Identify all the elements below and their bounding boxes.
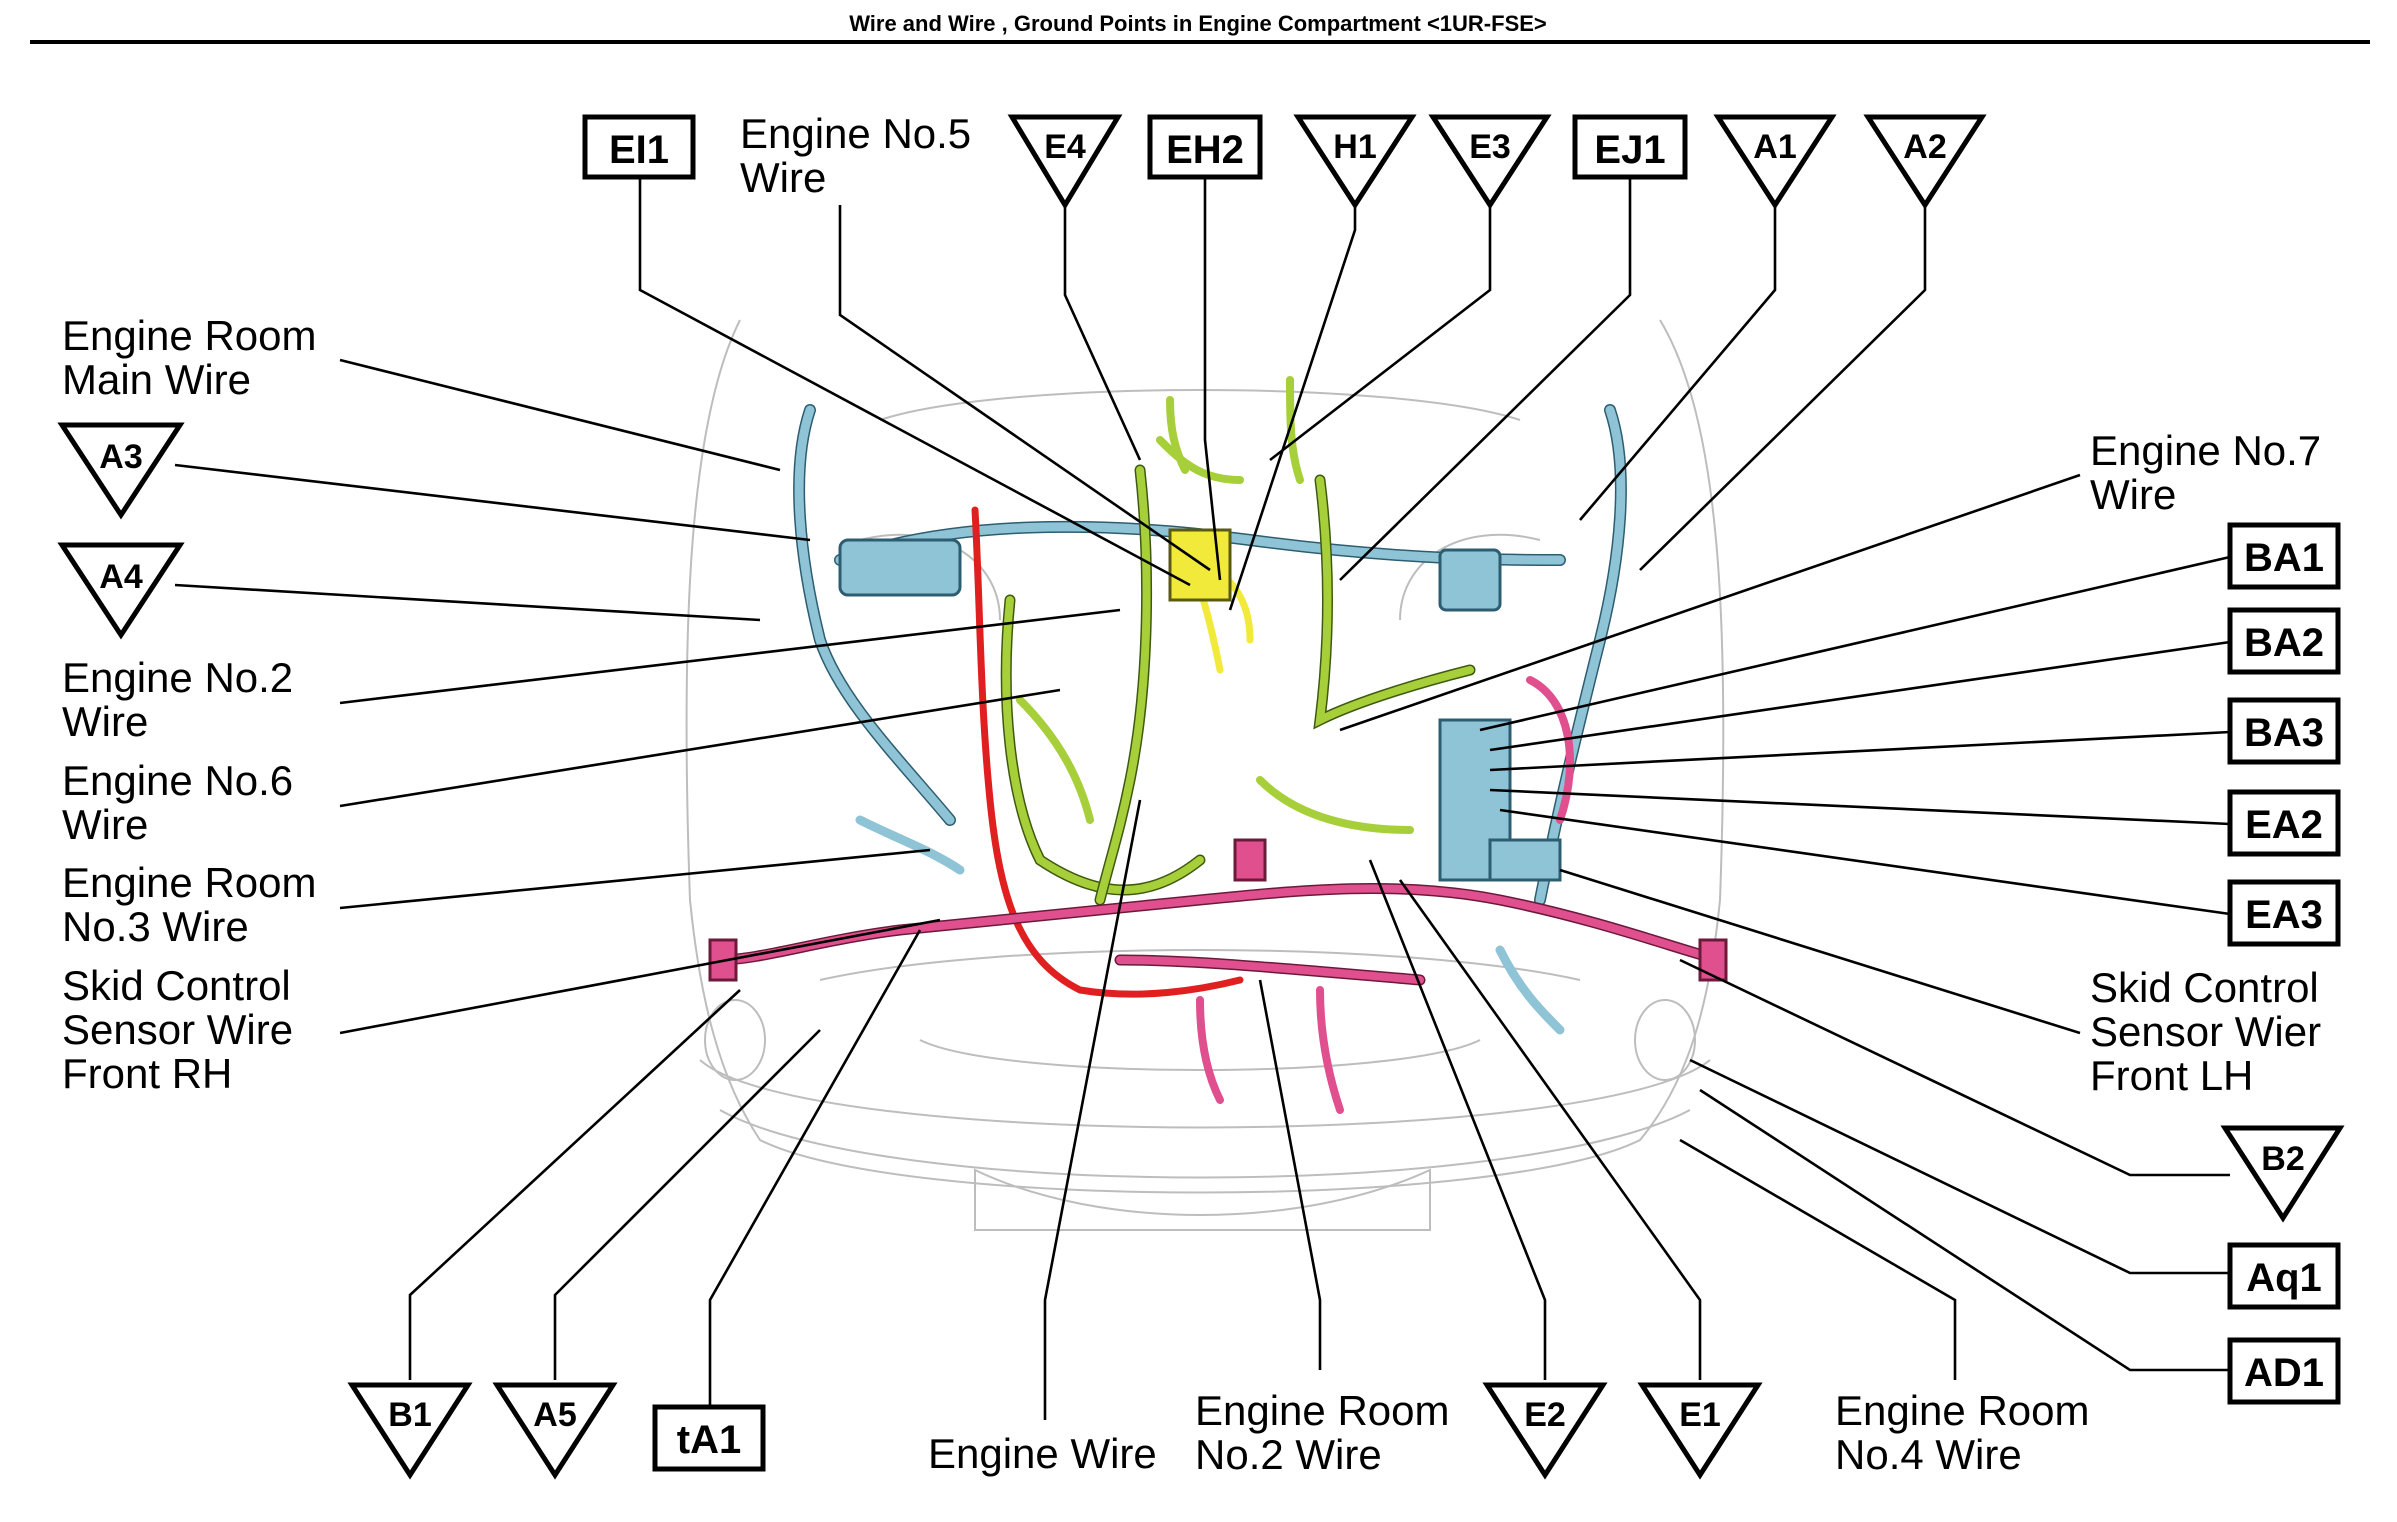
connector-EI1[interactable]: EI1 (582, 114, 696, 180)
connector-EA2[interactable]: EA2 (2227, 789, 2341, 857)
label-skid-control-sensor-wire-front-rh: Skid Control Sensor Wire Front RH (62, 962, 305, 1097)
page-title: Wire and Wire , Ground Points in Engine … (849, 11, 1547, 36)
svg-text:A3: A3 (99, 438, 142, 476)
connector-EJ1[interactable]: EJ1 (1572, 114, 1688, 180)
svg-text:EI1: EI1 (609, 128, 669, 172)
svg-text:E2: E2 (1524, 1396, 1566, 1434)
vehicle-outline (685, 319, 1725, 1231)
label-engine-room-no3-wire: Engine Room No.3 Wire (62, 859, 328, 950)
wire-harness (708, 376, 1728, 1114)
label-skid-control-sensor-wier-front-lh: Skid Control Sensor Wier Front LH (2090, 964, 2333, 1099)
svg-text:B2: B2 (2261, 1140, 2304, 1178)
svg-text:Aq1: Aq1 (2246, 1256, 2322, 1300)
svg-text:B1: B1 (388, 1396, 431, 1434)
svg-text:EA3: EA3 (2245, 893, 2323, 937)
connector-BA1[interactable]: BA1 (2227, 522, 2341, 590)
svg-text:EJ1: EJ1 (1594, 128, 1665, 172)
label-engine-no2-wire: Engine No.2 Wire (62, 654, 305, 745)
leader-lines (174, 175, 2231, 1420)
ground-point-A2[interactable]: A2 (1863, 114, 1987, 210)
ground-point-E4[interactable]: E4 (1007, 114, 1123, 210)
svg-text:tA1: tA1 (677, 1418, 741, 1462)
label-engine-no6-wire: Engine No.6 Wire (62, 757, 305, 848)
label-engine-wire: Engine Wire (928, 1430, 1157, 1477)
ground-point-H1[interactable]: H1 (1293, 114, 1417, 210)
svg-text:A2: A2 (1903, 128, 1946, 166)
wire-labels: Engine No.5 Wire Engine Room Main Wire E… (62, 110, 2333, 1478)
svg-text:A1: A1 (1753, 128, 1796, 166)
connector-AD1[interactable]: AD1 (2227, 1337, 2341, 1405)
label-engine-room-main-wire: Engine Room Main Wire (62, 312, 328, 403)
svg-text:E4: E4 (1044, 128, 1086, 166)
label-engine-room-no4-wire: Engine Room No.4 Wire (1835, 1387, 2101, 1478)
svg-text:EH2: EH2 (1166, 128, 1244, 172)
svg-text:BA1: BA1 (2244, 536, 2324, 580)
connector-BA2[interactable]: BA2 (2227, 607, 2341, 675)
svg-text:A4: A4 (99, 558, 143, 596)
svg-text:AD1: AD1 (2244, 1351, 2324, 1395)
svg-text:BA2: BA2 (2244, 621, 2324, 665)
ground-point-E3[interactable]: E3 (1428, 114, 1552, 210)
connector-tA1[interactable]: tA1 (652, 1404, 766, 1472)
ground-point-A5[interactable]: A5 (492, 1382, 618, 1480)
ground-point-A4[interactable]: A4 (57, 542, 185, 640)
label-engine-no7-wire: Engine No.7 Wire (2090, 427, 2333, 518)
ground-point-B1[interactable]: B1 (347, 1382, 473, 1480)
svg-text:A5: A5 (533, 1396, 576, 1434)
label-engine-no5-wire: Engine No.5 Wire (740, 110, 983, 201)
svg-text:E3: E3 (1469, 128, 1511, 166)
ground-point-A3[interactable]: A3 (57, 422, 185, 520)
svg-text:H1: H1 (1333, 128, 1376, 166)
connector-Aq1[interactable]: Aq1 (2227, 1242, 2341, 1310)
svg-text:EA2: EA2 (2245, 803, 2323, 847)
connector-BA3[interactable]: BA3 (2227, 697, 2341, 765)
boxed-connectors: EI1 EH2 EJ1 BA1 BA2 BA3 EA2 EA3 (582, 114, 2341, 1472)
ground-point-A1[interactable]: A1 (1713, 114, 1837, 210)
svg-text:E1: E1 (1679, 1396, 1721, 1434)
ground-point-E1[interactable]: E1 (1637, 1382, 1763, 1480)
ground-points: E4 H1 E3 A1 A2 A3 A4 B2 (57, 114, 2345, 1480)
connector-EA3[interactable]: EA3 (2227, 879, 2341, 947)
ground-point-E2[interactable]: E2 (1482, 1382, 1608, 1480)
svg-text:BA3: BA3 (2244, 711, 2324, 755)
ground-point-B2[interactable]: B2 (2220, 1125, 2345, 1223)
connector-EH2[interactable]: EH2 (1147, 114, 1263, 180)
label-engine-room-no2-wire: Engine Room No.2 Wire (1195, 1387, 1461, 1478)
